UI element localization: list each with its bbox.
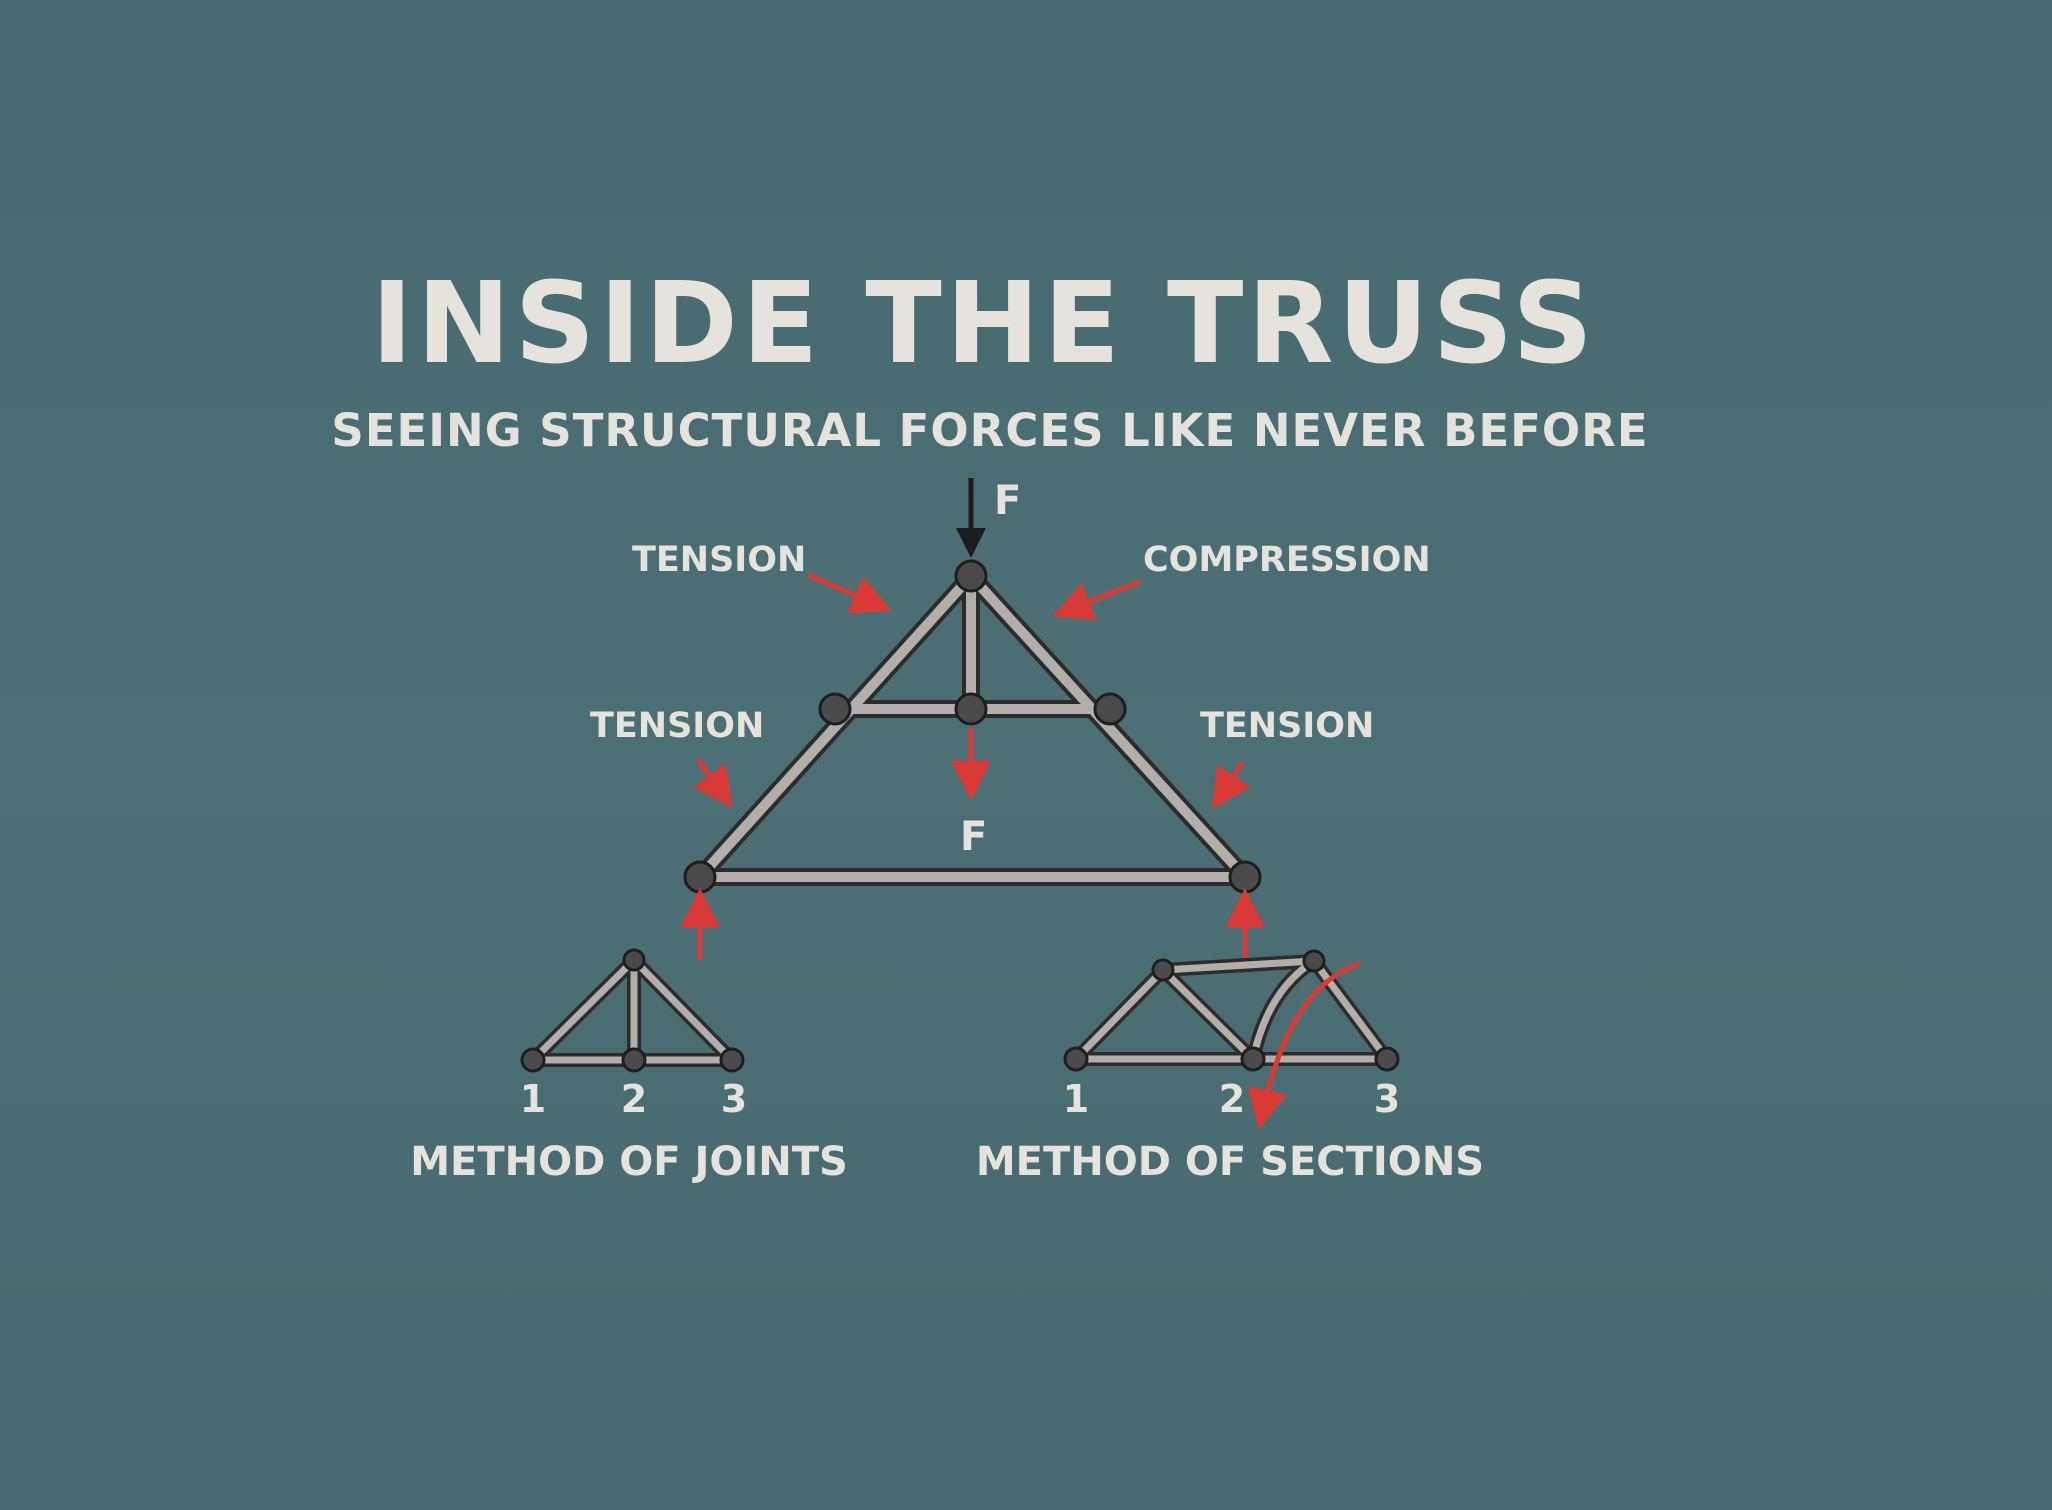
upper-left-arrow <box>807 572 892 614</box>
joints-node-label-1: 1 <box>520 1077 546 1121</box>
upper-left-label: TENSION <box>632 540 806 580</box>
lower-right-label: TENSION <box>1200 706 1374 746</box>
sections-node-label-2: 2 <box>1219 1077 1245 1121</box>
joints-node-2 <box>621 1047 647 1073</box>
page-title: INSIDE THE TRUSS <box>371 259 1597 389</box>
joints-caption: METHOD OF JOINTS <box>410 1139 848 1185</box>
sections-node-label-3: 3 <box>1374 1077 1400 1121</box>
joints-apex <box>622 948 646 972</box>
joints-node-label-2: 2 <box>621 1077 647 1121</box>
upper-right-arrow <box>1052 579 1141 621</box>
sections-node-top-right <box>1302 949 1326 973</box>
section-cut-arrow <box>1247 961 1361 1130</box>
sections-node-top-left <box>1151 958 1175 982</box>
joint-left-mid <box>818 692 852 726</box>
joints-node-1 <box>520 1047 546 1073</box>
joint-left-support <box>683 860 717 894</box>
top-load-label: F <box>994 478 1021 524</box>
joints-truss <box>520 948 745 1073</box>
joints-node-3 <box>719 1047 745 1073</box>
upper-right-label: COMPRESSION <box>1143 540 1431 580</box>
joints-node-label-3: 3 <box>721 1077 747 1121</box>
sections-truss <box>1063 949 1400 1130</box>
sections-caption: METHOD OF SECTIONS <box>976 1139 1484 1185</box>
page-subtitle: SEEING STRUCTURAL FORCES LIKE NEVER BEFO… <box>331 404 1649 457</box>
lower-left-label: TENSION <box>590 706 764 746</box>
lower-left-arrow <box>693 758 733 809</box>
sections-node-label-1: 1 <box>1063 1077 1089 1121</box>
main-truss <box>683 559 1262 894</box>
joint-center <box>954 692 988 726</box>
joint-right-support <box>1228 860 1262 894</box>
sections-node-3 <box>1374 1046 1400 1072</box>
joint-right-mid <box>1093 692 1127 726</box>
sections-node-2 <box>1240 1046 1266 1072</box>
sections-node-1 <box>1063 1046 1089 1072</box>
lower-right-arrow <box>1211 760 1251 810</box>
joint-apex <box>954 559 988 593</box>
mid-load-label: F <box>960 814 987 860</box>
